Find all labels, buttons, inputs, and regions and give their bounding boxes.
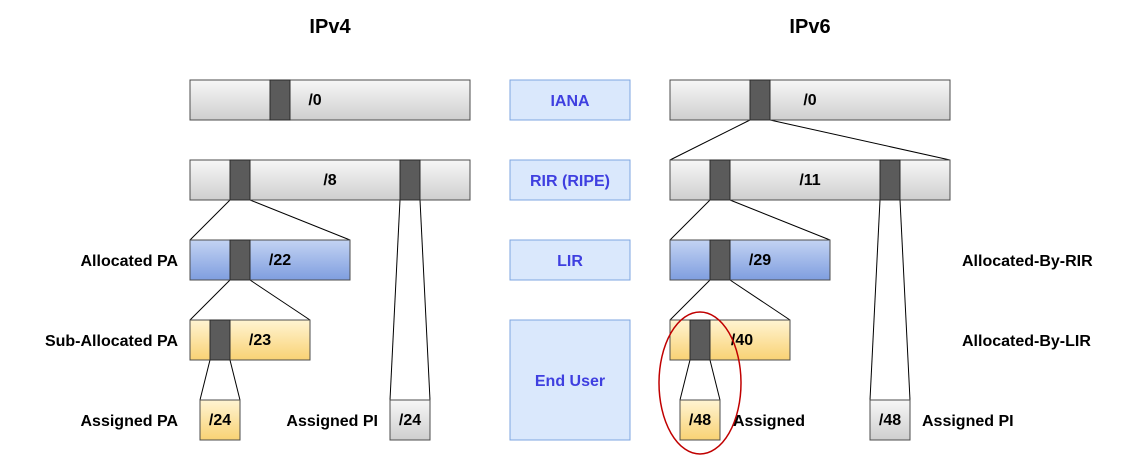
ipv6-prefix-29: /29 [669, 239, 831, 281]
label-sub-allocated-pa: Sub-Allocated PA [45, 333, 178, 350]
subnet-marker [209, 319, 231, 361]
ipv4-prefix-23: /23 [189, 319, 311, 361]
level-iana: IANA [509, 79, 631, 121]
label-allocated-by-rir: Allocated-By-RIR [962, 253, 1093, 270]
ipv6-connectors [669, 119, 951, 401]
level-end-user: End User [509, 319, 631, 441]
label-assigned-pi-v6: Assigned PI [922, 413, 1014, 430]
level-rir: RIR (RIPE) [509, 159, 631, 201]
ipv6-prefix-0: /0 [669, 79, 951, 121]
ipv4-prefix-24-pa: /24 [199, 399, 241, 441]
prefix-label: /24 [399, 412, 421, 429]
ipv4-prefix-8: /8 [189, 159, 471, 201]
subnet-marker [229, 159, 251, 201]
label-assigned-v6: Assigned [733, 413, 805, 430]
subnet-marker [709, 239, 731, 281]
ipv4-connectors [189, 199, 431, 401]
subnet-marker [399, 159, 421, 201]
subnet-marker [709, 159, 731, 201]
ipv6-prefix-48-assigned: /48 [679, 399, 721, 441]
ipv4-prefix-0: /0 [189, 79, 471, 121]
prefix-label: /48 [879, 412, 901, 429]
prefix-label: /29 [749, 252, 771, 269]
subnet-marker [689, 319, 711, 361]
ipv6-prefix-48-pi: /48 [869, 399, 911, 441]
prefix-label: /23 [249, 332, 271, 349]
prefix-label: /0 [803, 92, 816, 109]
label-allocated-by-lir: Allocated-By-LIR [962, 333, 1091, 350]
level-label: End User [535, 373, 605, 390]
subnet-marker [229, 239, 251, 281]
prefix-label: /48 [689, 412, 711, 429]
level-label: RIR (RIPE) [530, 173, 610, 190]
label-assigned-pa: Assigned PA [81, 413, 179, 430]
prefix-label: /22 [269, 252, 291, 269]
prefix-label: /11 [799, 172, 820, 189]
label-allocated-pa: Allocated PA [81, 253, 179, 270]
subnet-marker [269, 79, 291, 121]
prefix-label: /40 [731, 332, 753, 349]
prefix-label: /8 [323, 172, 336, 189]
ipv6-prefix-40: /40 [669, 319, 791, 361]
ipv4-title: IPv4 [309, 16, 351, 38]
ipv6-prefix-11: /11 [669, 159, 951, 201]
level-label: IANA [550, 93, 590, 110]
highlight-ellipse [658, 311, 742, 455]
subnet-marker [749, 79, 771, 121]
ipv4-prefix-22: /22 [189, 239, 351, 281]
subnet-marker [879, 159, 901, 201]
prefix-label: /24 [209, 412, 231, 429]
level-label: LIR [557, 253, 583, 270]
prefix-label: /0 [308, 92, 321, 109]
label-assigned-pi-v4: Assigned PI [286, 413, 378, 430]
ipv4-prefix-24-pi: /24 [389, 399, 431, 441]
ipv6-title: IPv6 [789, 16, 830, 38]
level-lir: LIR [509, 239, 631, 281]
